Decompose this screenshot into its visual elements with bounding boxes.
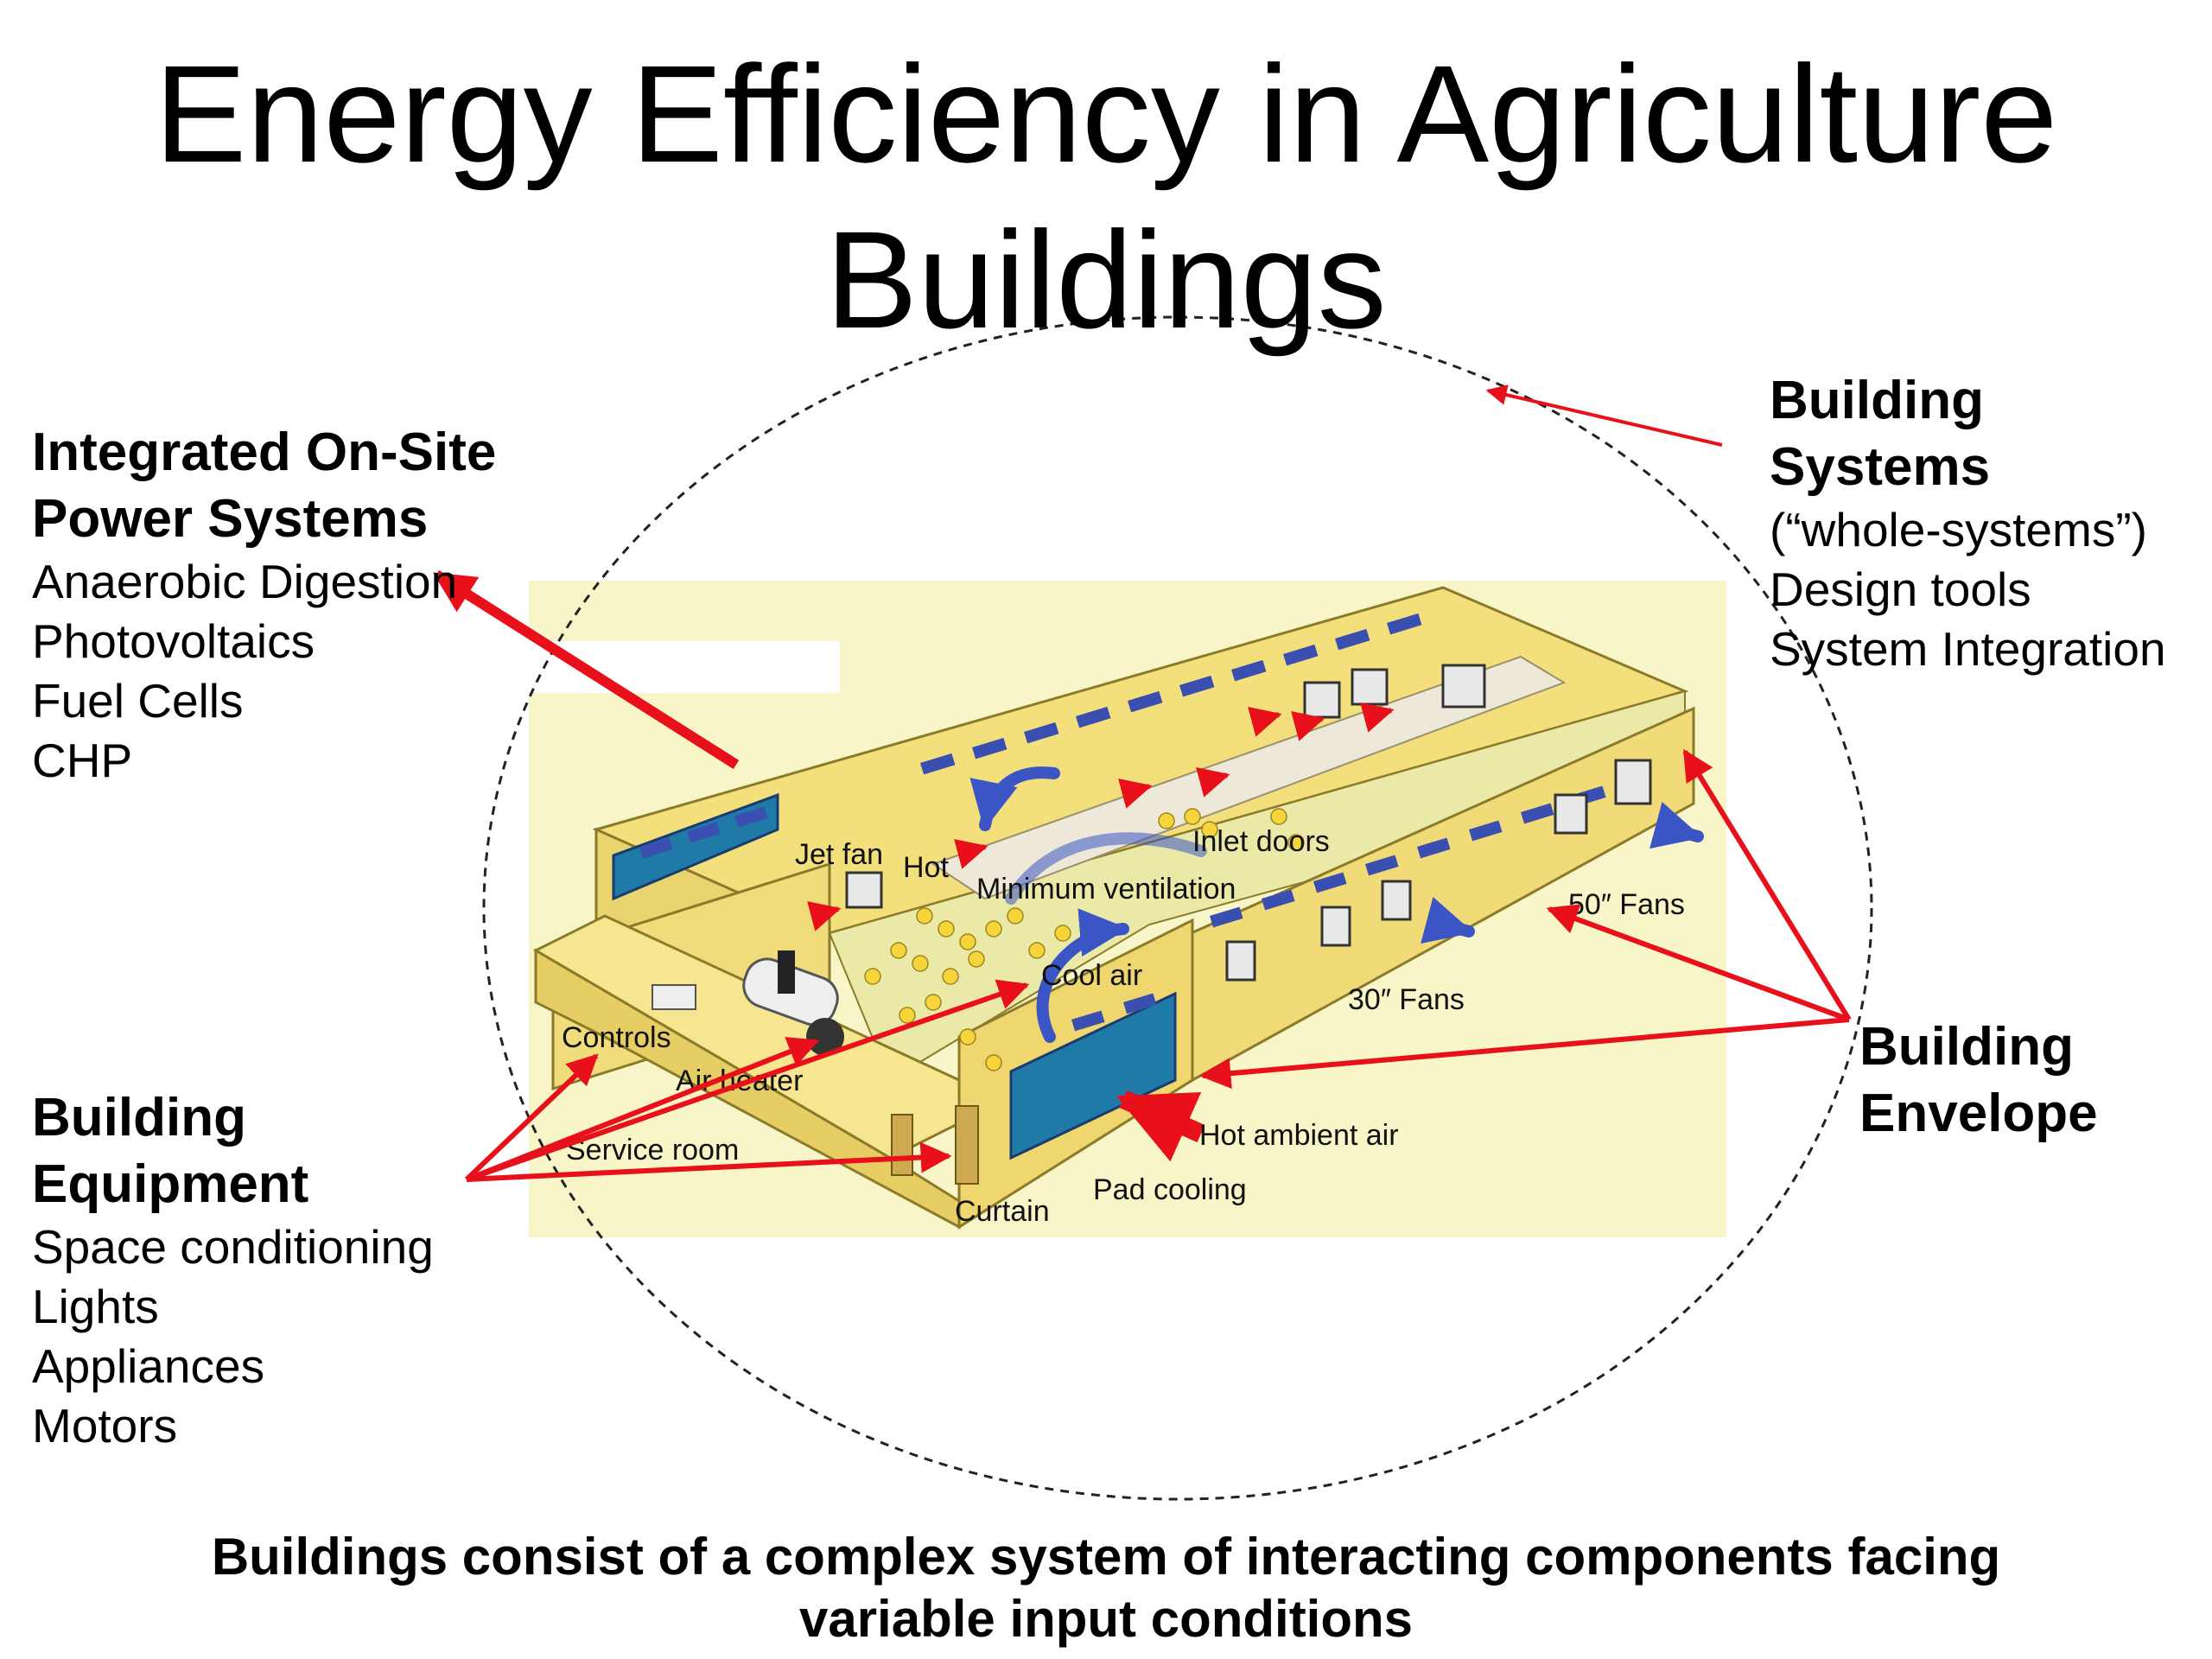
roof-vents — [639, 613, 1606, 1032]
arrow-envelope-top-fans — [1682, 748, 1852, 1021]
arrow-to-building-systems — [1485, 385, 1723, 447]
pad-cooling-panel — [1009, 991, 1177, 1160]
building-systems-heading: Building Systems — [1770, 371, 1991, 497]
hot-air-arrows — [807, 702, 1395, 931]
label-hot-ambient-air: Hot ambient air — [1199, 1119, 1399, 1152]
page-title-line-2: Buildings — [825, 202, 1387, 357]
arrow-equipment-cool-air — [466, 979, 1030, 1182]
connector-arrows — [432, 385, 1852, 1182]
caption-line-2: variable input conditions — [798, 1590, 1414, 1648]
power-systems-heading: Integrated On-Site Power Systems — [32, 423, 497, 549]
power-systems-block: Integrated On-Site Power Systems Anaerob… — [32, 419, 516, 791]
label-30-fans: 30″ Fans — [1348, 983, 1465, 1016]
arrow-envelope-50-fans — [1546, 904, 1851, 1022]
power-systems-item: CHP — [32, 734, 133, 787]
power-systems-item: Anaerobic Digestion — [32, 555, 458, 608]
label-minimum-ventilation: Minimum ventilation — [976, 873, 1236, 906]
curtain-door — [955, 1105, 979, 1185]
hot-ambient-air-arrow — [1116, 1090, 1205, 1162]
airflow-arrows — [969, 766, 1704, 1043]
label-jet-fan: Jet fan — [795, 838, 883, 871]
power-systems-item: Photovoltaics — [32, 614, 315, 668]
arrow-equipment-controls — [464, 1053, 599, 1182]
system-boundary-circle — [482, 315, 1873, 1501]
page-title-line-1: Energy Efficiency in Agriculture — [154, 36, 2058, 191]
arrow-equipment-service-room — [466, 1141, 952, 1182]
building-equipment-heading: Building Equipment — [32, 1088, 309, 1214]
chicks — [864, 808, 1305, 1071]
power-systems-item: Fuel Cells — [32, 674, 244, 728]
label-hot: Hot — [903, 851, 949, 884]
service-door — [891, 1114, 913, 1176]
label-cool-air: Cool air — [1041, 959, 1142, 992]
building-equipment-item: Appliances — [32, 1339, 265, 1393]
label-service-room: Service room — [566, 1134, 739, 1166]
building-systems-item: Design tools — [1770, 563, 2031, 616]
building-systems-block: Building Systems (“whole-systems”) Desig… — [1770, 367, 2212, 679]
building-envelope-heading: Building Envelope — [1859, 1017, 2098, 1143]
building-equipment-item: Motors — [32, 1399, 178, 1452]
building-equipment-item: Space conditioning — [32, 1220, 434, 1274]
label-pad-cooling: Pad cooling — [1093, 1173, 1247, 1206]
building-systems-item: System Integration — [1770, 622, 2166, 676]
arrow-equipment-air-heater — [465, 1037, 820, 1182]
building-systems-item: (“whole-systems”) — [1770, 503, 2147, 556]
label-inlet-doors: Inlet doors — [1192, 825, 1330, 858]
building-envelope-block: Building Envelope — [1859, 1014, 2205, 1147]
caption-line-1: Buildings consist of a complex system of… — [211, 1528, 2001, 1586]
arrow-envelope-front-wall — [1199, 1017, 1850, 1090]
page-title: Energy Efficiency in Agriculture Buildin… — [0, 31, 2212, 363]
caption: Buildings consist of a complex system of… — [0, 1526, 2212, 1650]
fans — [845, 664, 1652, 982]
arrow-to-power-systems — [432, 569, 740, 770]
barn-illustration: Jet fan Hot Inlet doors Minimum ventilat… — [529, 581, 1726, 1237]
label-curtain: Curtain — [955, 1195, 1050, 1228]
building-equipment-block: Building Equipment Space conditioning Li… — [32, 1084, 516, 1456]
controls-box — [652, 984, 696, 1010]
label-controls: Controls — [562, 1021, 671, 1054]
label-50-fans: 50″ Fans — [1568, 888, 1685, 921]
building-equipment-item: Lights — [32, 1280, 159, 1333]
